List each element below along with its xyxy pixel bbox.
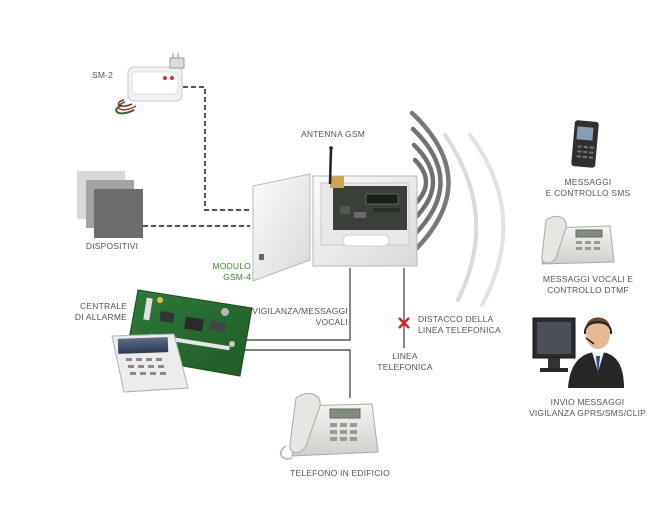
sm2-label: SM-2	[92, 70, 114, 80]
disconnect-label-line1: DISTACCO DELLA	[418, 314, 494, 324]
dtmf-label-line1: MESSAGGI VOCALI E	[542, 274, 634, 284]
disconnect-cross-icon	[398, 317, 410, 329]
surveillance-label-line2: VOCALI	[315, 317, 348, 327]
sm2-module-icon	[115, 53, 185, 115]
phone-line-label-line2: TELEFONICA	[377, 362, 433, 372]
surveillance-label-line1: VIGILANZA/MESSAGGI	[252, 306, 348, 316]
radio-signal-icon	[409, 110, 506, 307]
antenna-icon	[328, 146, 333, 185]
gprs-label-line1: INVIO MESSAGGI	[550, 397, 625, 407]
alarm-center-label-line1: CENTRALE	[80, 301, 127, 311]
module-label-line2: GSM-4	[223, 272, 251, 282]
devices-icon	[77, 171, 143, 238]
gprs-label: INVIO MESSAGGI VIGILANZA GPRS/SMS/CLIP	[520, 397, 655, 419]
surveillance-label: VIGILANZA/MESSAGGI VOCALI	[238, 306, 348, 328]
gsm-module-icon	[252, 173, 418, 282]
alarm-center-label-line2: DI ALLARME	[74, 312, 127, 322]
disconnect-label-line2: LINEA TELEFONICA	[418, 325, 501, 335]
sms-label-line2: E CONTROLLO SMS	[545, 188, 631, 198]
cordless-phone-icon	[541, 215, 615, 265]
module-label: MODULO GSM-4	[196, 261, 251, 283]
desk-phone-icon	[279, 393, 379, 460]
devices-label: DISPOSITIVI	[85, 241, 139, 251]
antenna-label: ANTENNA GSM	[300, 129, 366, 139]
phone-line-label-line1: LINEA	[392, 351, 418, 361]
mobile-phone-icon	[571, 120, 599, 168]
disconnect-label: DISTACCO DELLA LINEA TELEFONICA	[418, 314, 501, 336]
phone-line-label: LINEA TELEFONICA	[366, 351, 444, 373]
sms-label: MESSAGGI E CONTROLLO SMS	[538, 177, 638, 199]
building-phone-label: TELEFONO IN EDIFICIO	[290, 468, 390, 478]
keypad-icon	[111, 333, 189, 393]
module-label-line1: MODULO	[212, 261, 251, 271]
sms-label-line1: MESSAGGI	[564, 177, 612, 187]
monitoring-operator-icon	[532, 317, 624, 388]
alarm-center-label: CENTRALE DI ALLARME	[55, 301, 127, 323]
gprs-label-line2: VIGILANZA GPRS/SMS/CLIP	[528, 408, 647, 418]
connection-lines	[143, 86, 405, 398]
sm2-link-line	[183, 86, 250, 211]
dtmf-label-line2: CONTROLLO DTMF	[547, 285, 629, 295]
dtmf-label: MESSAGGI VOCALI E CONTROLLO DTMF	[530, 274, 646, 296]
alarm-link-line	[245, 268, 351, 341]
building-phone-line	[245, 349, 351, 398]
